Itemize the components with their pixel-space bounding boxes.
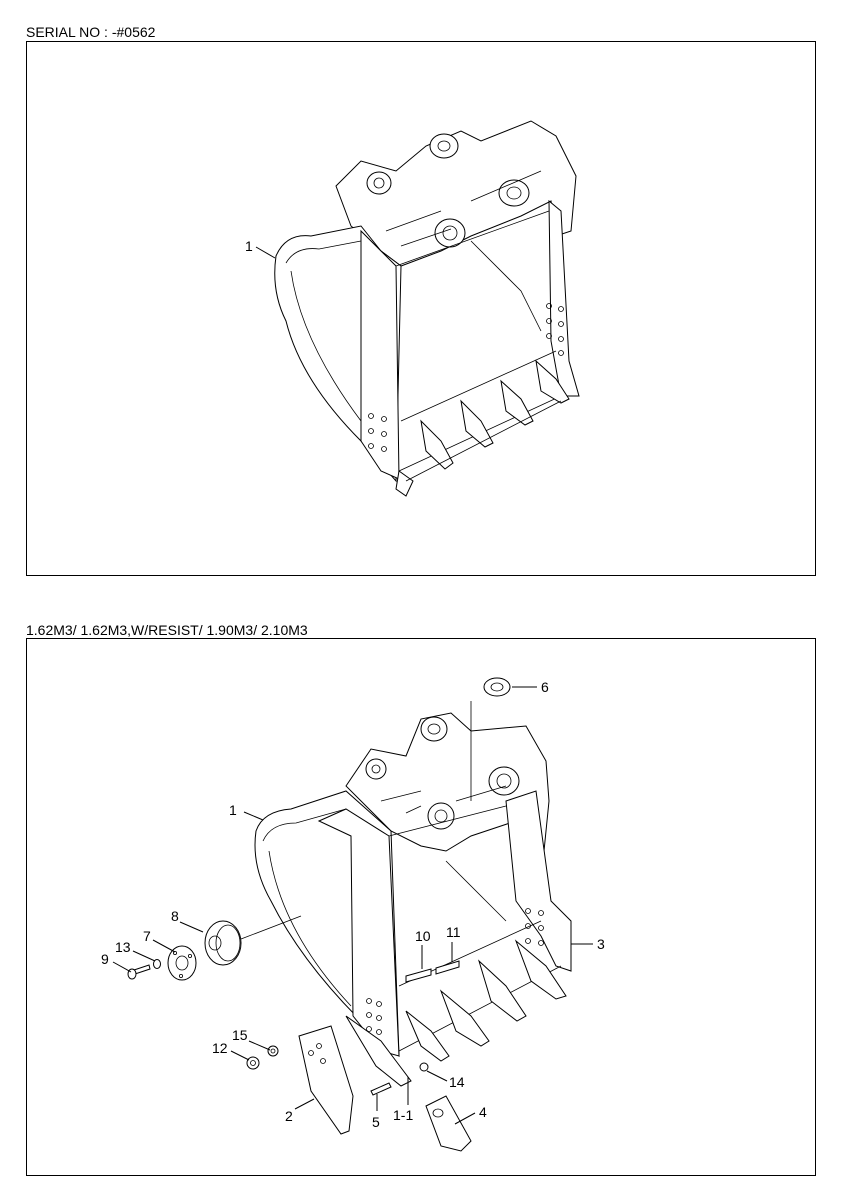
callout-15: 15: [232, 1027, 271, 1051]
bucket-teeth: [345, 939, 567, 1087]
callout-9: 9: [101, 951, 132, 973]
bucket-teeth-top: [395, 359, 570, 497]
callout-label-nut-12: 12: [212, 1040, 228, 1056]
side-plate-holes: [366, 908, 544, 1035]
pin-part-5: [370, 1082, 392, 1096]
side-bolts-10-11: [405, 960, 460, 983]
callout-label-bucket: 1: [229, 802, 237, 818]
callout-5: 5: [372, 1094, 380, 1130]
callout-3: 3: [571, 936, 605, 952]
callout-label-washer-15: 15: [232, 1027, 248, 1043]
tooth-part-4: [425, 1095, 472, 1152]
callout-1-1: 1-1: [393, 1077, 413, 1123]
callout-label-tooth-point: 1-1: [393, 1107, 413, 1123]
washer-part-7: [167, 945, 197, 981]
callout-4: 4: [454, 1104, 487, 1125]
callout-label-bolt-9: 9: [101, 951, 109, 967]
washer-part-13: [153, 959, 161, 969]
callout-label-bolt-10: 10: [415, 928, 431, 944]
bolt-part-9: [127, 964, 151, 980]
callout-11: 11: [446, 924, 461, 962]
side-cutter-part-2: [298, 1025, 354, 1135]
callout-1: 1: [229, 802, 264, 821]
callout-label-shim: 8: [171, 908, 179, 924]
callout-6: 6: [512, 679, 549, 695]
callout-7: 7: [143, 928, 176, 953]
lock-part-14: [419, 1062, 429, 1072]
callout-label-lock-14: 14: [449, 1074, 465, 1090]
washer-part-15: [267, 1045, 279, 1057]
bushing-part-6: [470, 677, 511, 801]
bucket-shell-top: [274, 199, 580, 483]
bucket-shell: [254, 790, 572, 1058]
callout-label-bushing: 6: [541, 679, 549, 695]
callout-label-bucket: 1: [245, 238, 253, 254]
callout-2: 2: [285, 1098, 315, 1124]
side-plate-holes-top: [368, 303, 564, 452]
bucket-capacity-caption: 1.62M3/ 1.62M3,W/RESIST/ 1.90M3/ 2.10M3: [26, 622, 308, 638]
callout-label-side-cutter: 2: [285, 1108, 293, 1124]
bucket-hinge-assembly: [345, 712, 550, 882]
top-diagram-panel: 1: [26, 41, 816, 576]
bucket-hinge-assembly-top: [335, 120, 577, 267]
bucket-exploded-diagram: 1 6 3 8 7 13 9 10: [101, 677, 605, 1152]
callout-label-tooth: 4: [479, 1104, 487, 1120]
callout-label-nut-11: 11: [446, 924, 461, 940]
callout-label-side-plate: 3: [597, 936, 605, 952]
shim-part-8: [204, 915, 302, 966]
callout-1-top: 1: [245, 238, 276, 259]
bucket-diagram-top: 1: [245, 120, 580, 497]
serial-number-caption: SERIAL NO : -#0562: [26, 24, 156, 40]
bottom-diagram-panel: 1 6 3 8 7 13 9 10: [26, 638, 816, 1176]
callout-13: 13: [115, 939, 156, 962]
nut-part-12: [246, 1056, 260, 1070]
callout-8: 8: [171, 908, 204, 933]
callout-14: 14: [426, 1070, 465, 1090]
callout-12: 12: [212, 1040, 250, 1061]
callout-label-pin: 5: [372, 1114, 380, 1130]
callout-label-washer: 7: [143, 928, 151, 944]
callout-label-washer-13: 13: [115, 939, 131, 955]
callout-10: 10: [415, 928, 431, 969]
